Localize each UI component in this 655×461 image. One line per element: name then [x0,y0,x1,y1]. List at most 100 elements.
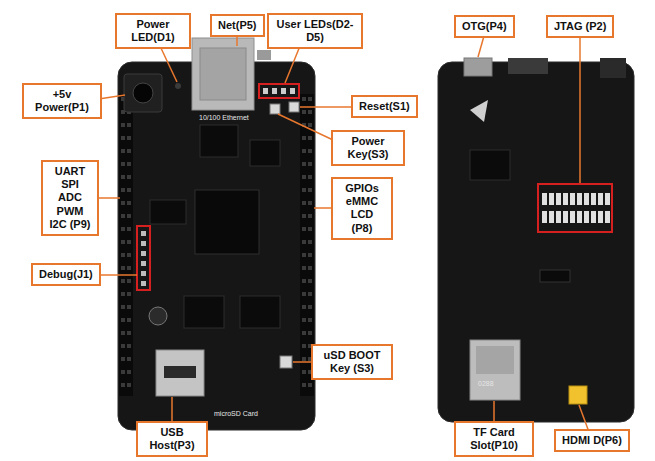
jtag-pad [577,193,582,205]
header-pin [121,344,125,348]
header-pin [302,201,306,205]
header-pin [127,240,131,244]
header-pin [302,383,306,387]
callout-box: TF Card Slot(P10) [454,421,534,457]
header-pin [127,136,131,140]
header-pin [308,253,312,257]
header-pin [121,240,125,244]
callout-label: TF Card Slot(P10) [462,426,526,452]
chip [150,200,186,224]
highlight [137,226,150,290]
mini-usb [257,50,271,60]
power-jack-hole [133,83,153,103]
jtag-pad [598,211,603,223]
header-pin [127,344,131,348]
header-pin [302,331,306,335]
chip [200,125,238,157]
jtag-pad [563,193,568,205]
jtag-pad [591,193,596,205]
connector [600,58,626,78]
power-jack [124,74,162,112]
jtag-pad [556,193,561,205]
header-pin [121,201,125,205]
jtag-pad [584,193,589,205]
header-pin [302,266,306,270]
highlight [259,84,299,98]
header-pin [308,240,312,244]
callout-box: UART SPI ADC PWM I2C (P9) [41,160,99,236]
header-pin [308,318,312,322]
tf-card-slot [470,340,520,400]
power-led [175,83,181,89]
debug-pins [141,231,146,286]
leader-line [579,405,589,432]
connector [508,58,548,74]
header-pin [127,279,131,283]
header-pin [121,318,125,322]
power-button [270,104,280,114]
header-pin [302,149,306,153]
chip [250,140,280,166]
callout-box: USB Host(P3) [136,421,208,457]
header-pin [127,331,131,335]
callout-label: uSD BOOT Key (S3) [319,349,385,375]
header-pin [302,292,306,296]
header-pin [308,110,312,114]
jtag-pad [584,211,589,223]
leader-line [285,46,300,83]
header-pin [308,136,312,140]
header-pin [302,97,306,101]
header-pin [302,344,306,348]
header-pin [127,383,131,387]
header-pin [308,123,312,127]
jtag-pad [549,193,554,205]
jtag-pad [598,193,603,205]
callout-box: Reset(S1) [351,95,418,118]
header-pin [127,149,131,153]
header-pin [121,357,125,361]
boot-button [280,356,292,368]
header-pin [308,97,312,101]
callout-label: Power LED(D1) [123,18,183,44]
reset-button [289,102,299,112]
jtag-pad [556,211,561,223]
header-pin [127,214,131,218]
leader-line [478,36,484,57]
callout-label: USB Host(P3) [144,426,200,452]
callout-box: Net(P5) [210,14,265,37]
callout-label: Power Key(S3) [339,135,397,161]
jtag-pad [605,211,610,223]
callout-label: Debug(J1) [39,268,93,281]
otg-port [464,58,492,76]
header-pin [308,214,312,218]
led [281,88,286,94]
callout-label: GPIOs eMMC LCD (P8) [339,182,385,235]
header-pin [127,266,131,270]
header-pin [308,292,312,296]
header-pin [127,162,131,166]
header-pin [308,162,312,166]
header-pin [302,305,306,309]
jtag-pad [549,211,554,223]
debug-pin [141,241,146,246]
leader-lines [92,34,589,432]
header-pin [302,253,306,257]
header-pin [127,201,131,205]
header-pin [308,175,312,179]
chip [470,150,510,180]
header-pins [121,97,312,387]
jtag-pad [591,211,596,223]
header-pin [127,227,131,231]
leader-line [160,46,177,82]
ram-chip [184,296,224,328]
header-pin [308,383,312,387]
callout-label: User LEDs(D2-D5) [275,18,355,44]
callout-label: +5v Power(P1) [30,88,94,114]
header-pin [302,370,306,374]
header-pin [308,227,312,231]
header-pin [127,188,131,192]
header-pin [308,305,312,309]
capacitor [149,307,167,325]
callout-box: HDMI D(P6) [554,429,630,452]
